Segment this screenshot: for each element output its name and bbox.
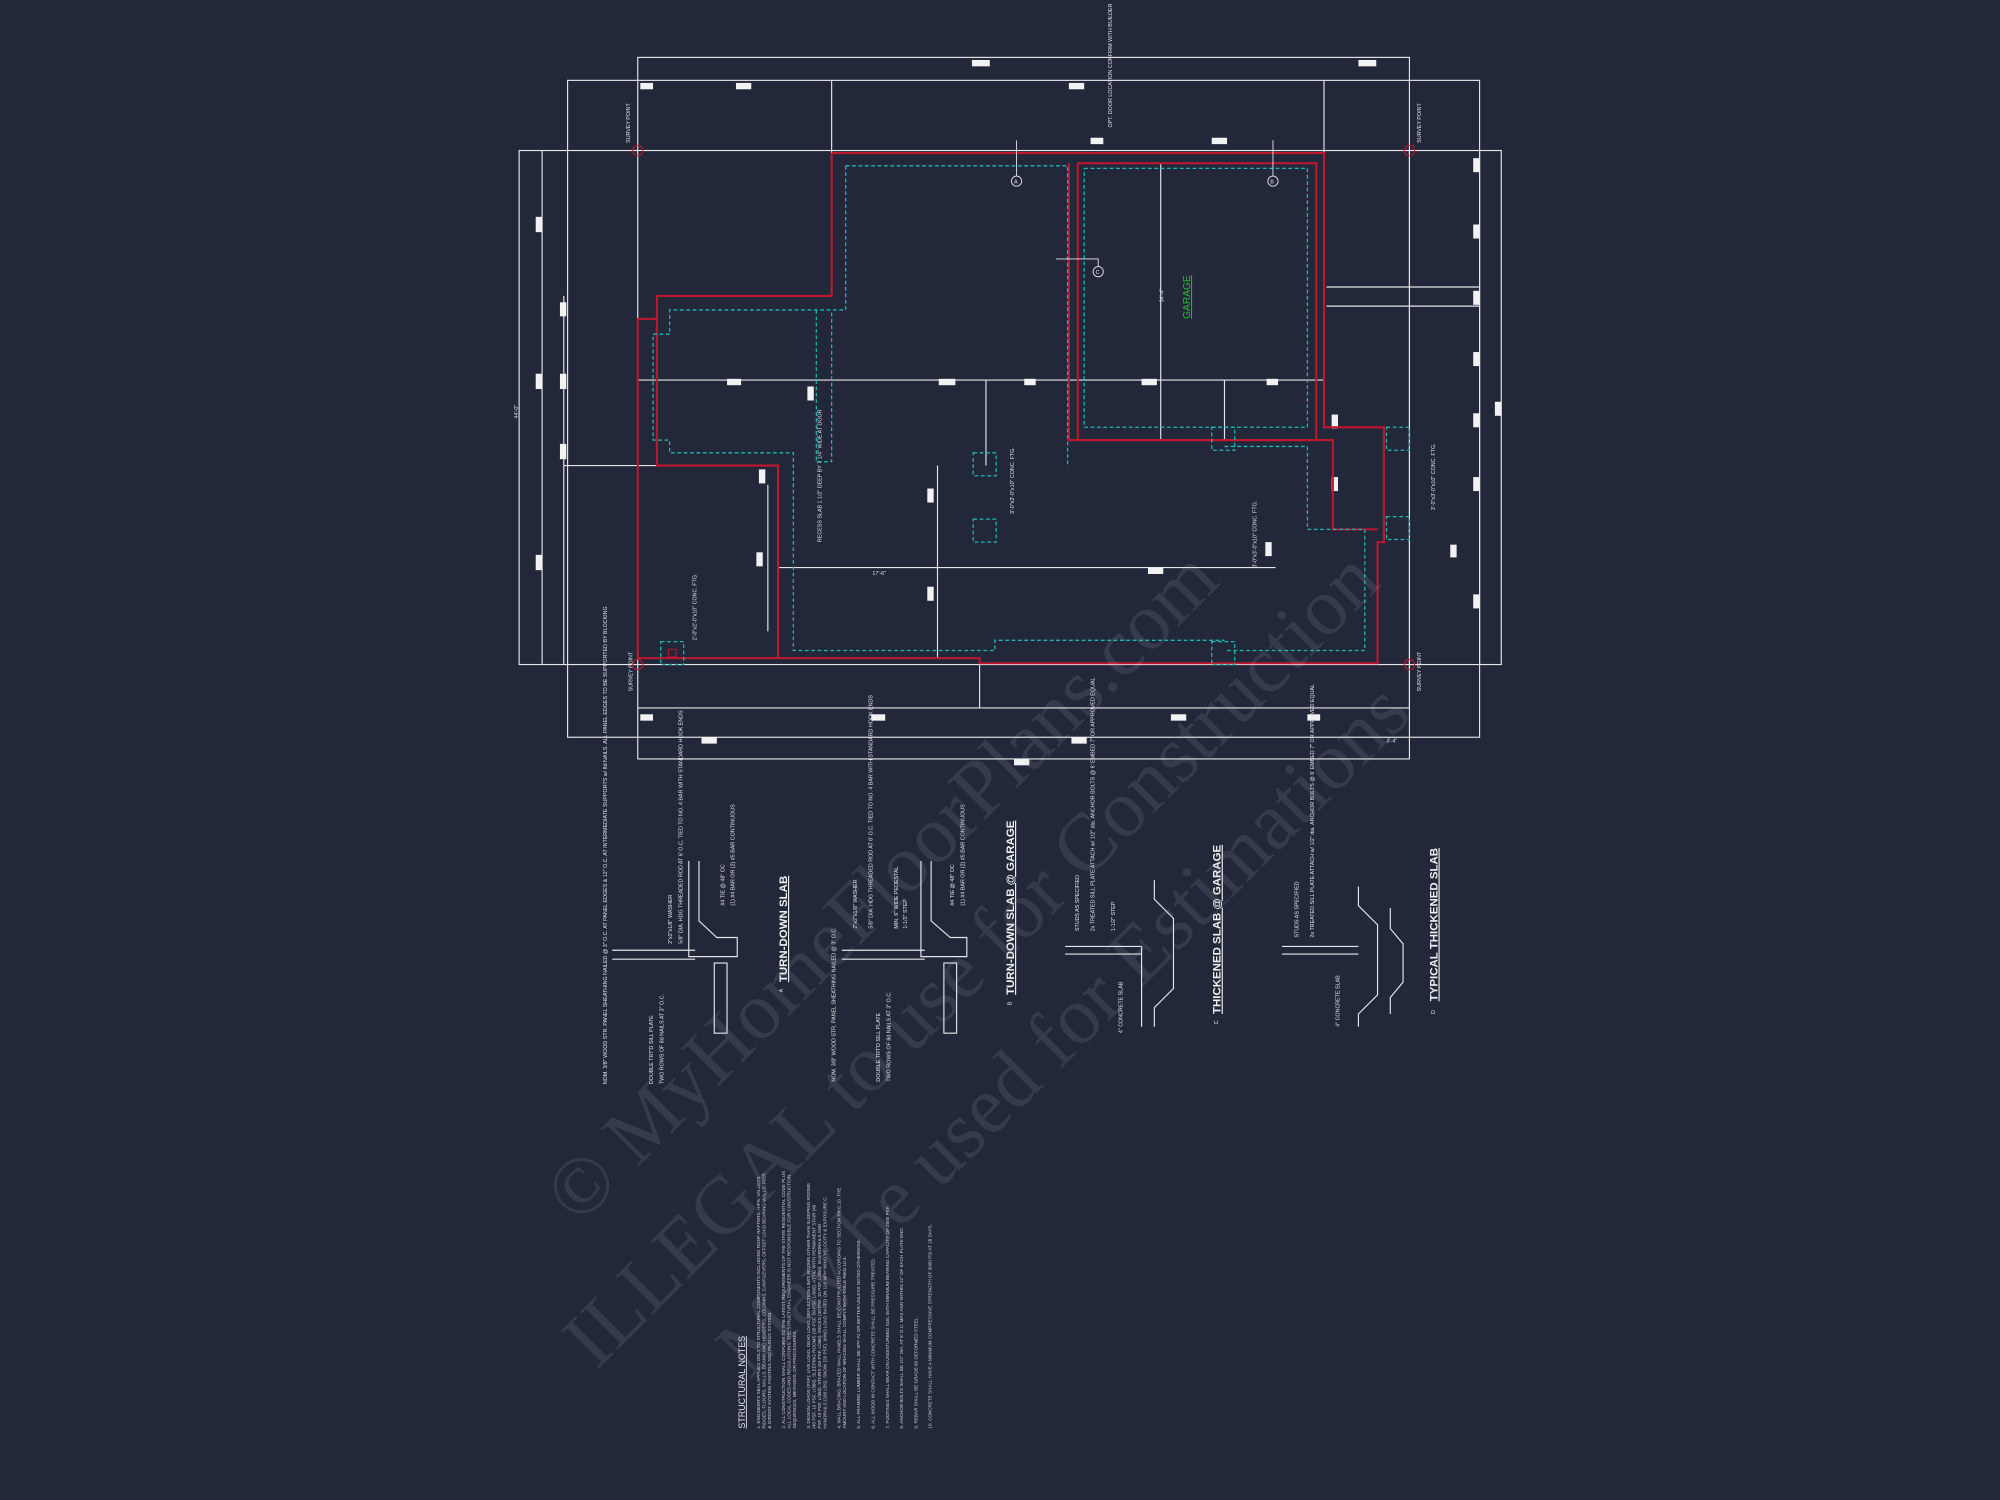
right-footing-note: 3'-0"x3'-0"x10" CONC. FTG. bbox=[1431, 443, 1437, 510]
section-marker-a: A bbox=[1014, 180, 1018, 186]
section-note: (1) #4 BAR OR (2) #5 BAR CONTINUOUS bbox=[960, 804, 966, 906]
section-markers bbox=[1011, 140, 1279, 278]
mid-dimension: 17'-6" bbox=[872, 571, 886, 577]
structural-note-item: 3. DESIGN LOADS (PSF): LIVE LOAD, DEAD L… bbox=[806, 1183, 827, 1428]
section-marker: C bbox=[1214, 1020, 1220, 1024]
small-footing-note: 2'-0"x2'-0"x10" CONC. FTG. bbox=[692, 573, 698, 640]
structural-notes: STRUCTURAL NOTES 1. ENGINEER'S SEAL APPL… bbox=[737, 1171, 933, 1429]
dimension-lines bbox=[518, 56, 1502, 760]
section-note: 5/8" DIA. HDG THREADED ROD AT 6' O.C. TI… bbox=[678, 710, 684, 944]
section-note: #4 TIE @ 48" OC bbox=[720, 864, 726, 906]
section-note: 2"x2"x1/8" WASHER bbox=[853, 879, 859, 928]
section-note: TWO ROWS OF 8d NAILS AT 3" O.C. bbox=[886, 991, 892, 1081]
recess-slab-note: RECESS SLAB 1 1/2" DEEP BY 7 1/4" WIDE A… bbox=[817, 409, 823, 542]
structural-note-item: 6. ALL WOOD IN CONTACT WITH CONCRETE SHA… bbox=[870, 1258, 875, 1429]
garage-dimension: 34'-4" bbox=[1159, 289, 1165, 303]
section-marker: D bbox=[1431, 1010, 1437, 1014]
section-note: DOUBLE TRT'D SILL PLATE bbox=[649, 1015, 655, 1084]
section-note: TWO ROWS OF 8d NAILS AT 3" O.C. bbox=[659, 994, 665, 1084]
structural-notes-heading: STRUCTURAL NOTES bbox=[737, 1336, 747, 1429]
right-dimension: 3'-4" bbox=[1386, 738, 1397, 744]
structural-note-item: 8. ANCHOR BOLTS SHALL BE 1/2" DIA. AT 6'… bbox=[899, 1227, 904, 1429]
section-note: 1-1/2" STEP bbox=[903, 899, 909, 929]
overall-depth-dimension: 44'-0" bbox=[514, 405, 520, 419]
section-note: 1-1/2" STEP bbox=[1111, 901, 1117, 931]
section-title: TURN-DOWN SLAB bbox=[778, 876, 790, 982]
survey-point-label: SURVEY POINT bbox=[629, 651, 635, 691]
section-note: 2"x2"x1/8" WASHER bbox=[668, 895, 674, 944]
structural-note-item: 1. ENGINEER'S SEAL APPLIES ONLY TO STRUC… bbox=[756, 1173, 772, 1429]
section-detail-d: TYPICAL THICKENED SLAB D STUDS AS SPECIF… bbox=[1281, 684, 1441, 1027]
section-note: 2x TREATED SILL PLATE ATTACH w/ 1/2" dia… bbox=[1310, 684, 1316, 938]
interior-foundation-line bbox=[655, 318, 780, 659]
section-note: DOUBLE TRT'D SILL PLATE bbox=[876, 1012, 882, 1081]
section-note: 4" CONCRETE SLAB bbox=[1118, 981, 1124, 1033]
dimension-tags bbox=[535, 59, 1502, 766]
section-detail-b: TURN-DOWN SLAB @ GARAGE B NOM. 3/8" WOOD… bbox=[831, 695, 1017, 1082]
small-footing-square bbox=[667, 648, 677, 658]
section-note: MIN. 6" WIDE PEDESTAL bbox=[894, 866, 900, 928]
section-note: #4 TIE @ 48" OC bbox=[950, 864, 956, 906]
structural-note-item: 9. REBAR SHALL BE GRADE 60 DEFORMED STEE… bbox=[913, 1316, 918, 1428]
section-title: TURN-DOWN SLAB @ GARAGE bbox=[1005, 820, 1017, 995]
section-title: TYPICAL THICKENED SLAB bbox=[1429, 848, 1441, 1001]
section-note: STUDS AS SPECIFIED bbox=[1075, 875, 1081, 931]
section-note: 5/8" DIA. HDG THREADED ROD AT 6' O.C. TI… bbox=[868, 695, 874, 929]
section-title: THICKENED SLAB @ GARAGE bbox=[1212, 844, 1224, 1014]
section-note: (1) #4 BAR OR (2) #5 BAR CONTINUOUS bbox=[731, 804, 737, 906]
section-note: 4" CONCRETE SLAB bbox=[1335, 975, 1341, 1027]
opt-door-note: OPT. DOOR LOCATION CONFIRM WITH BUILDER bbox=[1108, 3, 1114, 127]
structural-note-item: 7. FOOTINGS SHALL BEAR ON UNDISTURBED SO… bbox=[885, 1206, 890, 1429]
section-note: 2x TREATED SILL PLATE ATTACH w/ 1/2" dia… bbox=[1090, 678, 1096, 932]
foundation-outline bbox=[636, 152, 1385, 665]
section-note: NOM. 3/8" WOOD STR. PANEL SHEATHING NAIL… bbox=[831, 927, 837, 1081]
structural-note-item: 2. ALL CONSTRUCTION SHALL CONFORM TO THE… bbox=[781, 1171, 797, 1429]
garage-label: GARAGE bbox=[1182, 275, 1193, 319]
survey-point-markers bbox=[632, 144, 1416, 671]
mid-footing-note: 3'-0"x3'-0"x10" CONC. FTG. bbox=[1010, 447, 1016, 514]
section-marker: B bbox=[1007, 1001, 1013, 1005]
section-note: NOM. 3/8" WOOD STR. PANEL SHEATHING NAIL… bbox=[603, 606, 609, 1084]
section-detail-a: TURN-DOWN SLAB A NOM. 3/8" WOOD STR. PAN… bbox=[603, 606, 790, 1084]
section-detail-c: THICKENED SLAB @ GARAGE C STUDS AS SPECI… bbox=[1065, 678, 1224, 1033]
survey-point-label: SURVEY POINT bbox=[1417, 651, 1423, 691]
section-marker-b: B bbox=[1270, 180, 1274, 186]
section-marker-c: C bbox=[1096, 270, 1100, 276]
section-marker: A bbox=[779, 988, 785, 992]
garage-footing-note: 3'-0"x3'-0"x10" CONC. FTG. bbox=[1252, 501, 1258, 568]
survey-point-label: SURVEY POINT bbox=[626, 103, 632, 143]
section-note: STUDS AS SPECIFIED bbox=[1294, 881, 1300, 937]
survey-point-label: SURVEY POINT bbox=[1417, 103, 1423, 143]
structural-note-item: 10. CONCRETE SHALL HAVE A MINIMUM COMPRE… bbox=[928, 1224, 933, 1429]
structural-note-item: 5. ALL FRAMING LUMBER SHALL BE SPF #2 OR… bbox=[856, 1239, 861, 1429]
structural-note-item: 4. WALL BRACING: BRACED WALL PANELS SHAL… bbox=[837, 1188, 847, 1429]
